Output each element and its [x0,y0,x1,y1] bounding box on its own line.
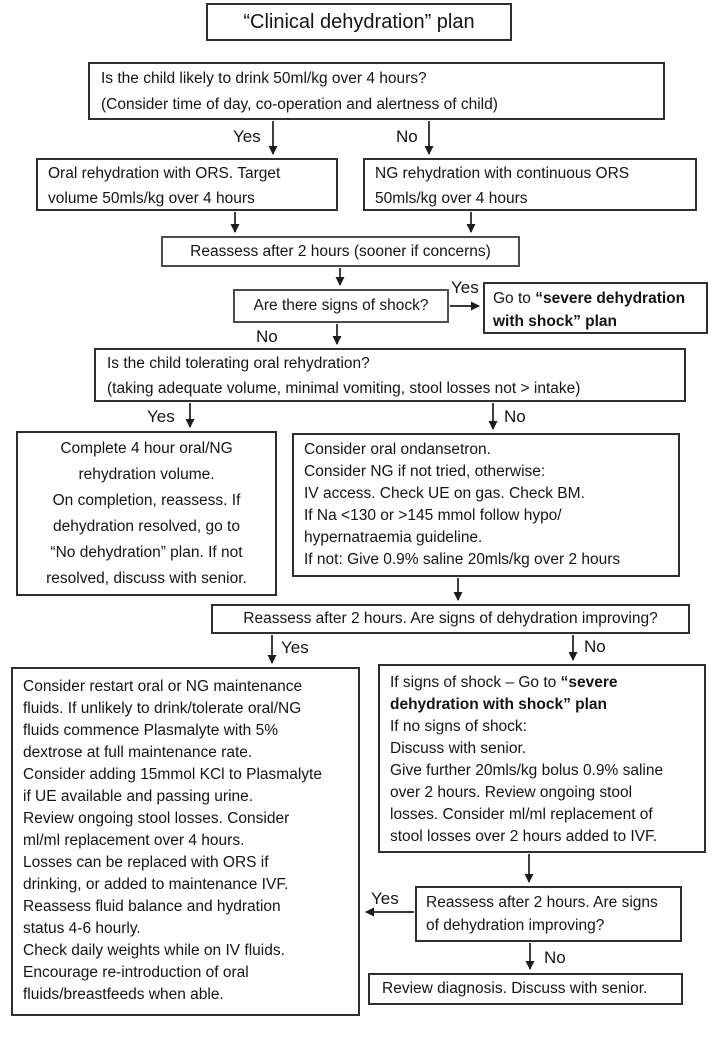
box-goto-severe-plan: Go to “severe dehydration with shock” pl… [483,282,708,334]
label-q1-yes: Yes [233,127,261,146]
box-ng-rehydration: NG rehydration with continuous ORS 50mls… [363,158,697,211]
box-reassess-2h: Reassess after 2 hours (sooner if concer… [161,236,520,267]
label-tolerating-yes: Yes [147,407,175,426]
box-shock-question: Are there signs of shock? [233,289,449,323]
box-review-diagnosis: Review diagnosis. Discuss with senior. [368,973,683,1005]
shock-pathway-line1: If signs of shock – Go to “severe dehydr… [390,672,694,716]
title-box: “Clinical dehydration” plan [206,3,512,41]
label-reassess2-no: No [584,637,606,656]
label-q1-no: No [396,127,418,146]
label-tolerating-no: No [504,407,526,426]
label-shock-yes: Yes [451,278,479,297]
goto-severe-bold: “severe dehydration with shock” plan [493,290,686,330]
box-reassess3-improving: Reassess after 2 hours. Are signs of deh… [415,886,682,942]
box-oral-rehydration: Oral rehydration with ORS. Target volume… [36,158,338,211]
label-reassess2-yes: Yes [281,638,309,657]
box-q1-drink-question: Is the child likely to drink 50ml/kg ove… [88,62,665,120]
box-reassess-improving: Reassess after 2 hours. Are signs of deh… [211,604,690,634]
box-maintenance-fluids: Consider restart oral or NG maintenance … [11,667,360,1016]
shock-pathway-prefix: If signs of shock – Go to [390,674,561,691]
shock-pathway-bold: “severe dehydration with shock” plan [390,674,618,713]
label-shock-no: No [256,327,278,346]
box-complete-rehydration: Complete 4 hour oral/NG rehydration volu… [16,431,277,596]
label-reassess3-no: No [544,948,566,967]
box-shock-pathway: If signs of shock – Go to “severe dehydr… [378,664,706,853]
label-reassess3-yes: Yes [371,889,399,908]
box-consider-ondansetron: Consider oral ondansetron. Consider NG i… [292,433,680,577]
goto-severe-prefix: Go to [493,290,536,307]
shock-pathway-rest: If no signs of shock: Discuss with senio… [390,718,664,845]
box-tolerating-question: Is the child tolerating oral rehydration… [94,348,686,402]
